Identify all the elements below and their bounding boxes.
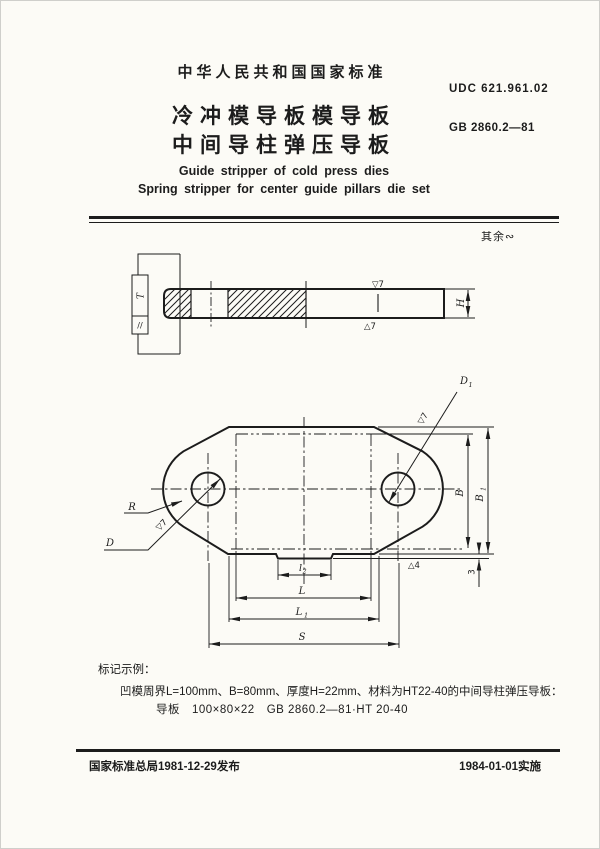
surface-finish-top-label: ▽7 <box>372 280 384 290</box>
marking-example-line1: 凹模周界L=100mm、B=80mm、厚度H=22mm、材料为HT22-40的中… <box>120 686 563 698</box>
right-extension-lines <box>333 426 494 559</box>
bottom-extension-lines <box>208 551 400 648</box>
dim-l1-label: L <box>295 607 303 618</box>
footer-issued-date: 国家标准总局1981-12-29发布 <box>89 761 240 773</box>
section-hatch-center <box>227 288 307 319</box>
dim-l-label: L <box>298 586 306 597</box>
dim-b1-subscript: 1 <box>480 487 488 491</box>
udc-number: UDC 621.961.02 <box>449 83 549 95</box>
footer-effective-date: 1984-01-01实施 <box>459 761 541 773</box>
english-title-line2: Spring stripper for center guide pillars… <box>138 182 430 196</box>
dim-l2-subscript: 2 <box>302 568 307 576</box>
parallelism-symbol: // <box>137 321 143 330</box>
side-view: T // ▽7 △7 H <box>131 253 475 355</box>
surface-finish-note: 其余∾ <box>481 231 516 243</box>
standard-code: GB 2860.2—81 <box>449 122 535 134</box>
surface-finish-step-label: △4 <box>408 561 420 571</box>
dim-l1-subscript: 1 <box>304 612 308 620</box>
marking-example-heading: 标记示例： <box>98 664 156 676</box>
surface-finish-d1-label: ▽7 <box>416 411 431 426</box>
frame-leader-top <box>137 253 180 276</box>
dim-l2-label: l <box>299 563 302 574</box>
title-line2: 中间导柱弹压导板 <box>172 134 396 157</box>
footer-divider-rule <box>76 749 560 752</box>
section-hatch-left <box>163 288 192 319</box>
dim-b1-label: B <box>475 494 486 502</box>
dim-h-label: H <box>456 298 467 308</box>
center-lines <box>151 417 463 584</box>
title-line1: 冷冲模导板模导板 <box>172 105 396 128</box>
english-title-line1: Guide stripper of cold press dies <box>178 164 390 178</box>
top-view: R D ▽7 D 1 ▽7 B B 1 3 △4 <box>104 376 494 648</box>
dim-b-label: B <box>455 489 466 497</box>
radius-label: R <box>127 502 136 513</box>
hole-diameter-1-leader <box>388 391 458 503</box>
hole-diameter-1-label: D <box>459 376 468 387</box>
h-extension-lines <box>444 288 475 319</box>
hole-diameter-label: D <box>105 538 114 549</box>
tolerance-value-label: T <box>137 292 147 299</box>
dim-step-label: 3 <box>468 569 478 574</box>
hole-diameter-leader <box>104 478 221 551</box>
frame-leader-bottom <box>137 334 180 355</box>
die-boundary <box>231 433 463 550</box>
marking-example-line2: 导板 100×80×22 GB 2860.2—81·HT 20-40 <box>156 704 409 716</box>
surface-finish-bottom-label: △7 <box>364 322 376 332</box>
standard-org-title: 中华人民共和国国家标准 <box>177 64 387 81</box>
tolerance-frame <box>131 274 149 335</box>
dim-s-label: S <box>299 632 306 643</box>
hole-diameter-1-subscript: 1 <box>469 381 473 389</box>
plate-outline <box>162 426 444 560</box>
header-divider-rule <box>89 216 559 223</box>
radius-leader <box>124 500 183 514</box>
